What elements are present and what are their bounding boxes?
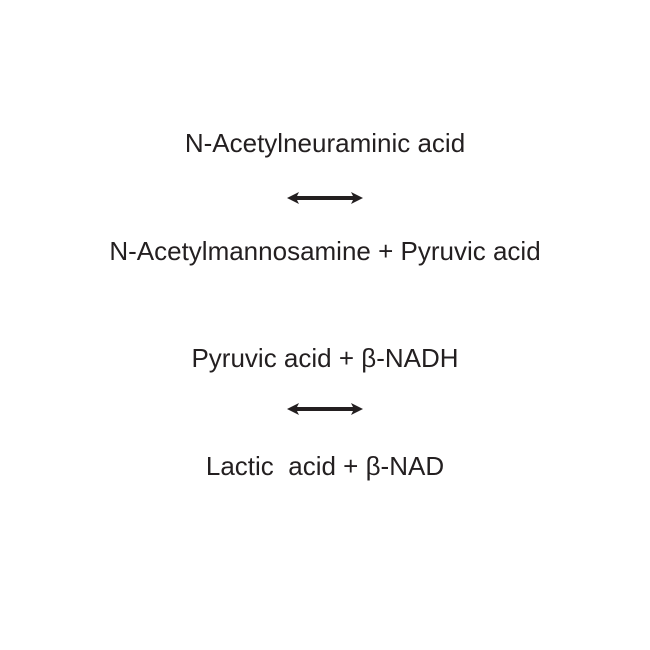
reaction-2-products: Lactic acid + β-NAD <box>205 451 445 481</box>
double-headed-arrow-icon <box>287 192 363 204</box>
double-headed-arrow-icon <box>287 403 363 415</box>
reaction-1-reactants: N-Acetylneuraminic acid <box>184 128 466 158</box>
reaction-2-reactants: Pyruvic acid + β-NADH <box>191 343 459 373</box>
reaction-1-products: N-Acetylmannosamine + Pyruvic acid <box>109 236 541 266</box>
